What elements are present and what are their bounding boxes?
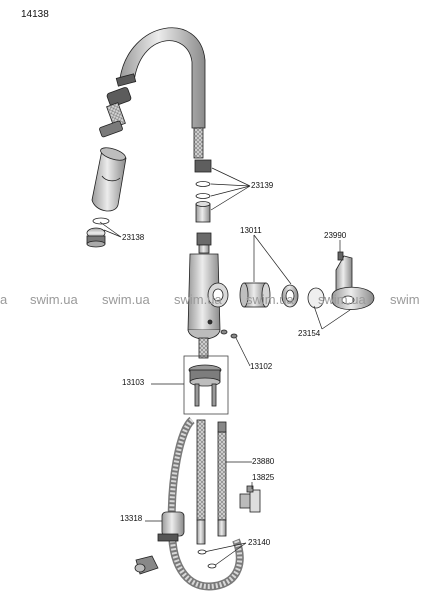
mounting-kit-box (183, 355, 229, 415)
watermark-text: a (0, 292, 8, 307)
watermark-text: swim.ua (30, 292, 78, 307)
mounting-kit (188, 364, 222, 407)
label-23154: 23154 (298, 329, 321, 338)
body-shank-hose (198, 337, 209, 359)
spout-collar (115, 73, 137, 87)
spout-nut-rings (194, 159, 212, 223)
label-23880: 23880 (252, 457, 275, 466)
faucet-body (187, 253, 229, 340)
spout-hose (193, 127, 204, 159)
watermark-text: swim.ua (318, 292, 366, 307)
label-13102: 13102 (250, 362, 273, 371)
diagram-title: 14138 (21, 9, 49, 20)
cartridge-parts (239, 282, 299, 308)
aerator-parts (86, 217, 110, 248)
watermark-text: swim.ua (102, 292, 150, 307)
label-13318: 13318 (120, 514, 143, 523)
pullout-connector (99, 87, 132, 138)
watermark-text: swim.ua (246, 292, 294, 307)
hose-weight-clip (239, 485, 261, 513)
set-screw (220, 329, 238, 339)
watermark-row: a swim.ua swim.ua swim.ua swim.ua swim.u… (0, 292, 420, 307)
label-23138: 23138 (122, 233, 145, 242)
spray-head (91, 147, 127, 212)
handle-cover-ring (307, 287, 325, 309)
supply-hoses (196, 419, 227, 545)
pullout-hose-loop (167, 416, 244, 591)
hose-weight (157, 511, 185, 542)
label-13825: 13825 (252, 473, 275, 482)
lever-handle (331, 251, 375, 310)
watermark-text: swim.ua (174, 292, 222, 307)
label-23140: 23140 (248, 538, 271, 547)
spout-gooseneck (119, 27, 206, 129)
hose-end-connector (134, 555, 159, 575)
body-top-nipple (196, 232, 212, 246)
label-23139: 23139 (251, 181, 274, 190)
label-23990: 23990 (324, 231, 347, 240)
watermark-text: swim (390, 292, 420, 307)
label-13103: 13103 (122, 378, 145, 387)
label-13011: 13011 (240, 226, 262, 235)
